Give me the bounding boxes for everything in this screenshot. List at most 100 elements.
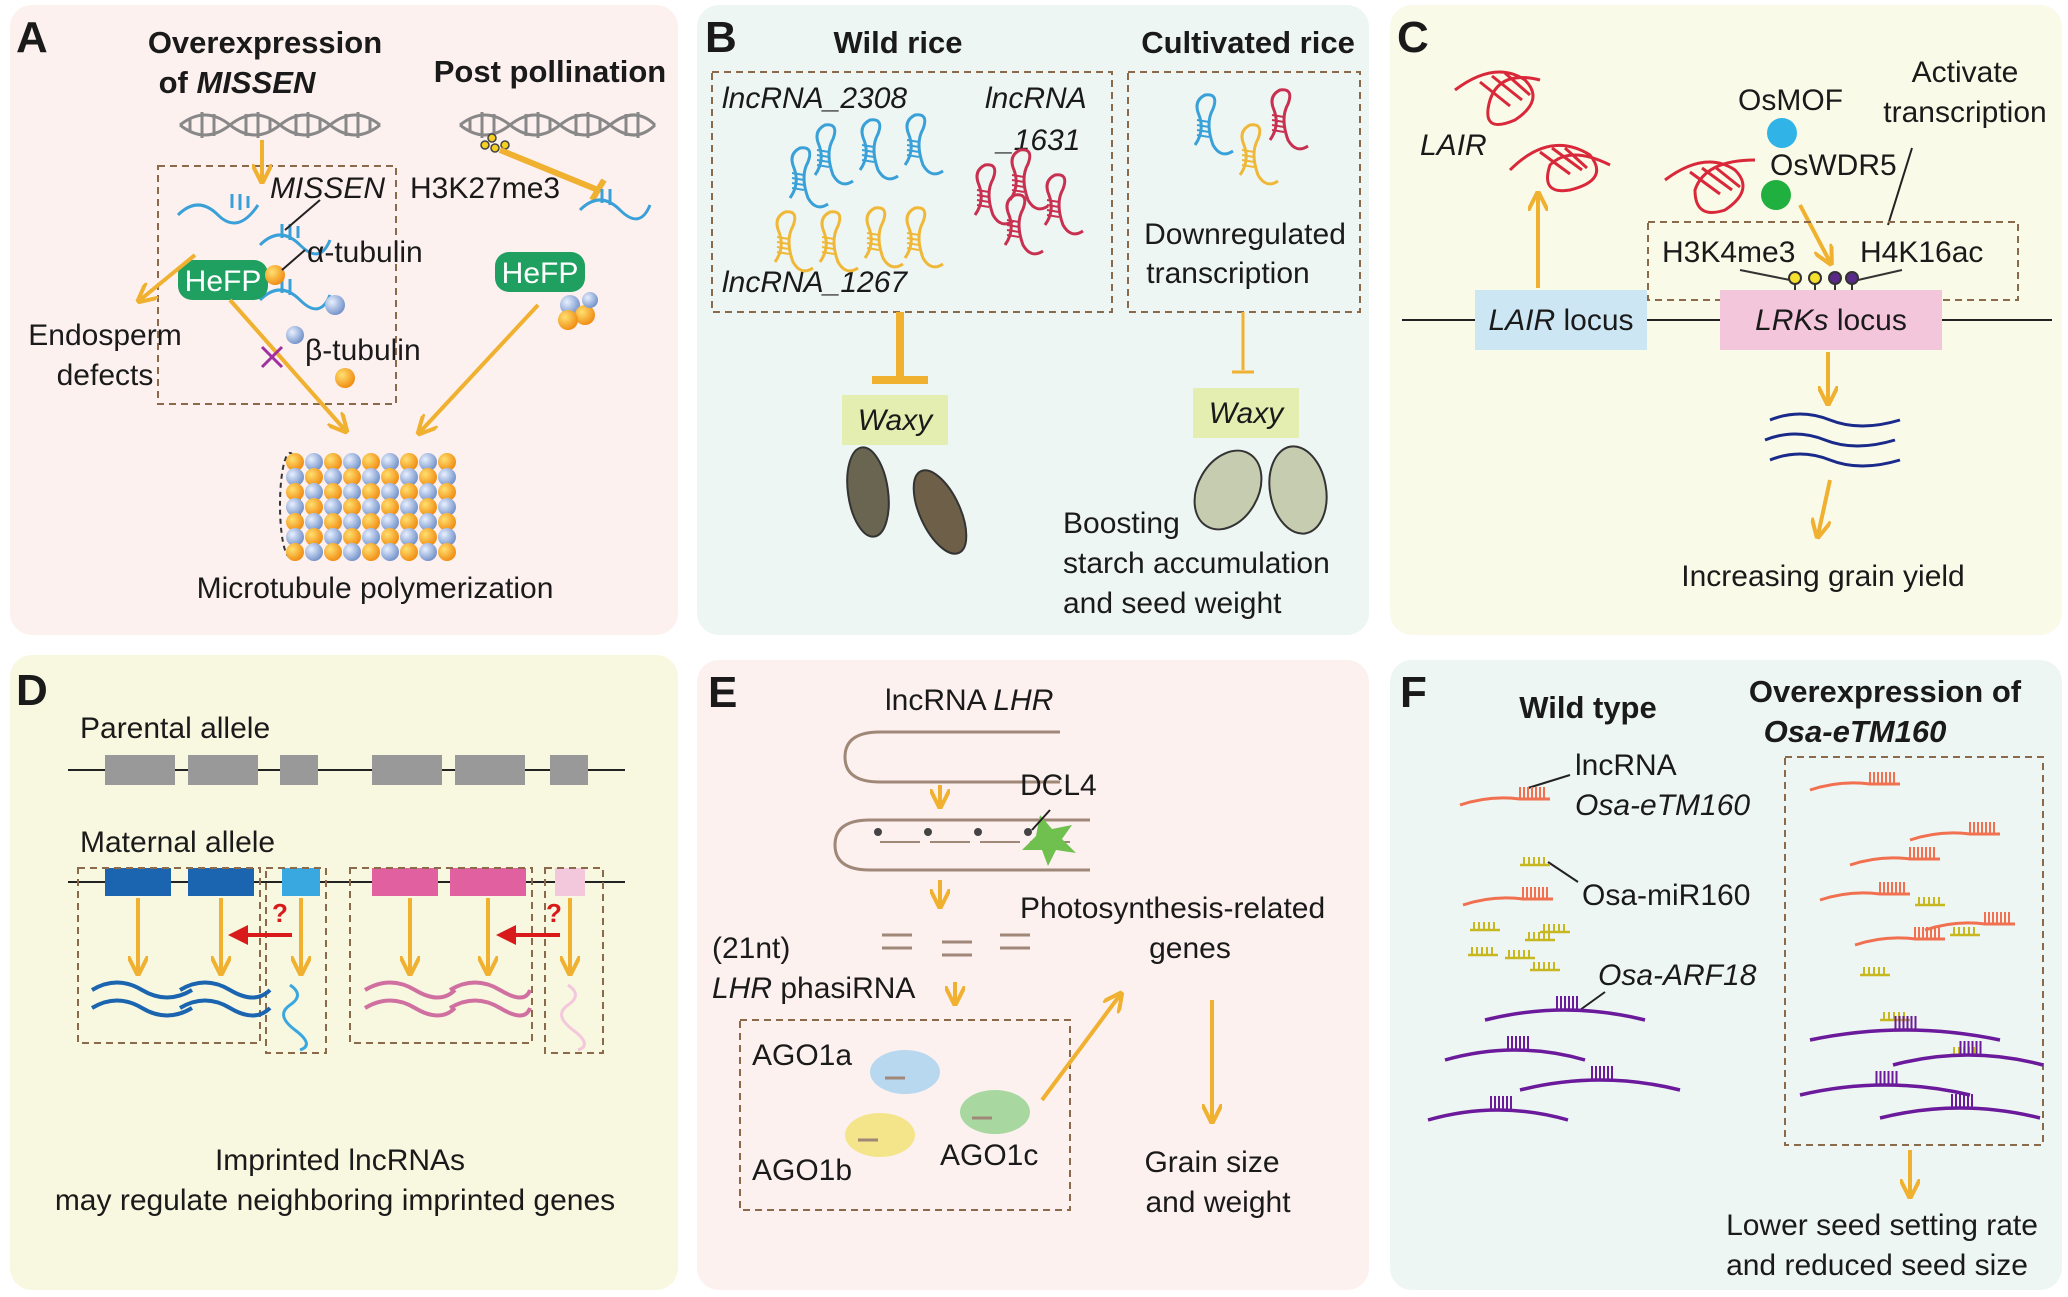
lncrna-1267-label: lncRNA_1267 bbox=[722, 266, 908, 299]
waxy-box-right bbox=[1193, 388, 1299, 438]
panel-a-title-line1: Overexpression bbox=[148, 25, 382, 60]
panel-b: B Wild rice Cultivated rice lncRNA_2308 … bbox=[697, 5, 1369, 635]
dashed-box bbox=[349, 867, 533, 1044]
oswdr5-label: OsWDR5 bbox=[1770, 149, 1897, 182]
panel-a-title-missen: MISSEN bbox=[197, 65, 316, 100]
grain-yield-label: Increasing grain yield bbox=[1681, 560, 1965, 593]
dsrna-icon bbox=[833, 818, 1090, 872]
lair-locus-gene: LAIR bbox=[1488, 304, 1555, 337]
leader-line bbox=[1031, 809, 1051, 831]
downregulated-label-1: Downregulated bbox=[1144, 218, 1346, 251]
maternal-allele-label: Maternal allele bbox=[80, 826, 275, 859]
transcript-icon bbox=[90, 980, 586, 1052]
hairpin-rna-icon bbox=[843, 730, 1060, 784]
inhibit-bar bbox=[589, 178, 607, 202]
panel-a-title-post: Post pollination bbox=[434, 54, 667, 89]
lair-rna-icon bbox=[1454, 70, 1756, 214]
microtubule-icon bbox=[279, 452, 456, 561]
lrks-locus-word: locus bbox=[1828, 304, 1906, 337]
ago1a-label: AGO1a bbox=[752, 1039, 852, 1072]
lncrna-1631-label-2: _1631 bbox=[994, 124, 1080, 157]
endosperm-label-1: Endosperm bbox=[28, 319, 181, 352]
panel-c: C LAIR OsMOF OsWDR5 Activate transcripti… bbox=[1390, 5, 2062, 635]
panel-d: D Parental allele Maternal allele ? ? bbox=[10, 655, 678, 1290]
block-cross-icon bbox=[260, 345, 284, 369]
osmof-label: OsMOF bbox=[1738, 84, 1843, 117]
panel-b-dashed-box-left bbox=[711, 71, 1113, 313]
arrow bbox=[1798, 204, 1830, 262]
activate-label-1: Activate bbox=[1912, 56, 2019, 89]
panel-f-letter: F bbox=[1400, 668, 1427, 717]
leader-line bbox=[1887, 147, 1913, 226]
panel-c-dashed-box bbox=[1647, 221, 2019, 301]
boosting-label-1: Boosting bbox=[1063, 507, 1180, 540]
panel-b-letter: B bbox=[705, 13, 737, 62]
lower-seed-label-1: Lower seed setting rate bbox=[1726, 1209, 2038, 1242]
parental-allele-label: Parental allele bbox=[80, 712, 270, 745]
grain-size-label-1: Grain size bbox=[1144, 1146, 1279, 1179]
dashed-box bbox=[77, 867, 261, 1044]
rna-icon bbox=[176, 189, 652, 311]
phasirna-word: phasiRNA bbox=[772, 972, 915, 1005]
dashed-box bbox=[265, 867, 327, 1054]
alpha-tubulin-icon bbox=[335, 368, 355, 388]
arrow bbox=[1040, 995, 1120, 1102]
panel-d-background bbox=[10, 655, 678, 1290]
maternal-exons bbox=[105, 868, 585, 896]
dashed-box bbox=[544, 867, 604, 1054]
lncrna-2308-label: lncRNA_2308 bbox=[722, 82, 907, 115]
panel-e-letter: E bbox=[708, 668, 737, 717]
lrks-locus-label: LRKs locus bbox=[1755, 304, 1907, 337]
phasirna-icon bbox=[882, 933, 1030, 957]
nt-label: (21nt) bbox=[712, 932, 790, 965]
histone-mark-icon bbox=[1739, 269, 1903, 290]
photosynthesis-label-2: genes bbox=[1149, 932, 1231, 965]
panel-f: F Wild type Overexpression of Osa-eTM160… bbox=[1390, 660, 2062, 1290]
bound-rna-icon bbox=[858, 1076, 992, 1142]
tubulin-cluster-icon bbox=[558, 292, 598, 330]
panel-a-background bbox=[10, 5, 678, 635]
panel-f-background bbox=[1390, 660, 2062, 1290]
parental-exons bbox=[105, 755, 588, 785]
h4k16ac-label: H4K16ac bbox=[1860, 236, 1983, 269]
imprinted-label-2: may regulate neighboring imprinted genes bbox=[55, 1184, 615, 1217]
dna-helix-icon bbox=[459, 112, 657, 138]
lncrna-label: lncRNA bbox=[1575, 749, 1677, 782]
ago1b-label: AGO1b bbox=[752, 1154, 852, 1187]
wild-rice-title: Wild rice bbox=[834, 25, 963, 60]
panel-f-dashed-box bbox=[1784, 756, 2044, 1146]
ago1c-icon bbox=[960, 1090, 1030, 1134]
panel-e: E lncRNA LHR DCL4 Photosynthesis-related… bbox=[697, 660, 1369, 1290]
panel-d-letter: D bbox=[16, 666, 48, 715]
beta-tubulin-icon bbox=[286, 326, 304, 344]
osa-mir160-label: Osa-miR160 bbox=[1582, 879, 1750, 912]
question-mark: ? bbox=[546, 898, 562, 928]
activate-label-2: transcription bbox=[1883, 96, 2046, 129]
dcl4-label: DCL4 bbox=[1020, 769, 1097, 802]
mrna-icon bbox=[1764, 412, 1901, 468]
alpha-tubulin-label: α-tubulin bbox=[307, 236, 423, 269]
inhibit-line bbox=[498, 147, 600, 193]
arrows bbox=[138, 898, 570, 972]
h3k4me3-label: H3K4me3 bbox=[1662, 236, 1795, 269]
beta-tubulin-label: β-tubulin bbox=[305, 334, 421, 367]
lrks-locus-gene: LRKs bbox=[1755, 304, 1828, 337]
ago-dashed-box bbox=[739, 1019, 1071, 1211]
beta-tubulin-icon bbox=[325, 295, 345, 315]
lncrna-cluster-icon bbox=[773, 88, 1309, 273]
lower-seed-label-2: and reduced seed size bbox=[1726, 1249, 2028, 1282]
endosperm-label-2: defects bbox=[57, 359, 154, 392]
lair-locus-label: LAIR locus bbox=[1488, 304, 1633, 337]
imprinted-label-1: Imprinted lncRNAs bbox=[215, 1144, 465, 1177]
lhr-title-gene: LHR bbox=[993, 684, 1053, 717]
panel-a: A Overexpression of MISSEN Post pollinat… bbox=[10, 5, 678, 635]
cultivated-rice-grain-icon bbox=[1193, 445, 1328, 535]
phasirna-gene: LHR bbox=[712, 972, 772, 1005]
waxy-box bbox=[842, 395, 948, 445]
osa-etm160-label: Osa-eTM160 bbox=[1575, 789, 1750, 822]
dcl4-icon bbox=[1022, 815, 1076, 866]
lair-label: LAIR bbox=[1420, 129, 1487, 162]
waxy-label: Waxy bbox=[858, 404, 934, 437]
lncrna-1631-label-1: lncRNA bbox=[985, 82, 1087, 115]
leader-line bbox=[284, 199, 321, 231]
